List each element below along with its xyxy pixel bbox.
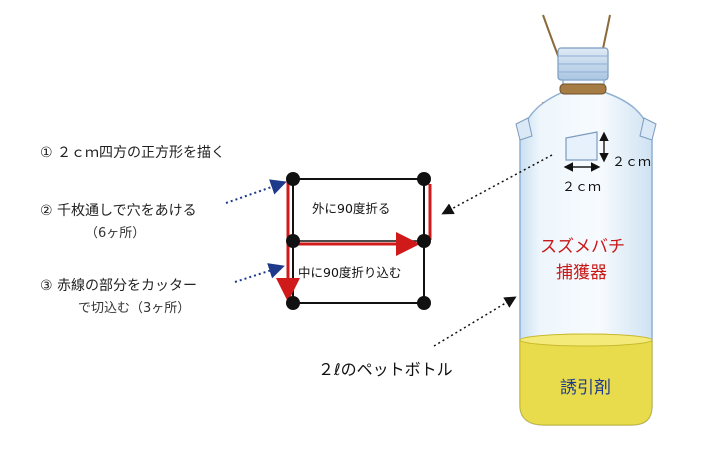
- hole-dot: [286, 296, 300, 310]
- dimension-height: ２ｃｍ: [612, 155, 652, 170]
- step-3-note: で切込む（3ヶ所）: [78, 301, 191, 316]
- bait-label: 誘引剤: [560, 378, 611, 398]
- step-3-text: ③ 赤線の部分をカッター: [40, 278, 198, 294]
- fold-in-label: 中に90度折り込む: [298, 265, 402, 280]
- hole-dot: [417, 296, 431, 310]
- bottle-drawing: [515, 14, 657, 426]
- step-2-note: （6ヶ所）: [85, 226, 146, 241]
- arrow-to-square: [441, 154, 553, 215]
- hole-dot: [417, 172, 431, 186]
- fold-out-label: 外に90度折る: [312, 201, 391, 216]
- hole-dot: [286, 172, 300, 186]
- arrow-to-bottle: [433, 296, 517, 347]
- hole-dot: [417, 234, 431, 248]
- bottle-label: ２ℓのペットボトル: [318, 360, 453, 379]
- square-diagram: [276, 172, 432, 310]
- step-2-text: ② 千枚通しで穴をあける: [40, 203, 197, 219]
- arrow-step2: [225, 179, 287, 204]
- hole-dot: [286, 234, 300, 248]
- trap-name-line1: スズメバチ: [540, 237, 625, 257]
- dimension-width: ２ｃｍ: [562, 180, 602, 195]
- arrow-step3: [234, 263, 285, 283]
- step-1-text: ① ２ｃｍ四方の正方形を描く: [40, 145, 226, 161]
- trap-name-line2: 捕獲器: [556, 263, 607, 283]
